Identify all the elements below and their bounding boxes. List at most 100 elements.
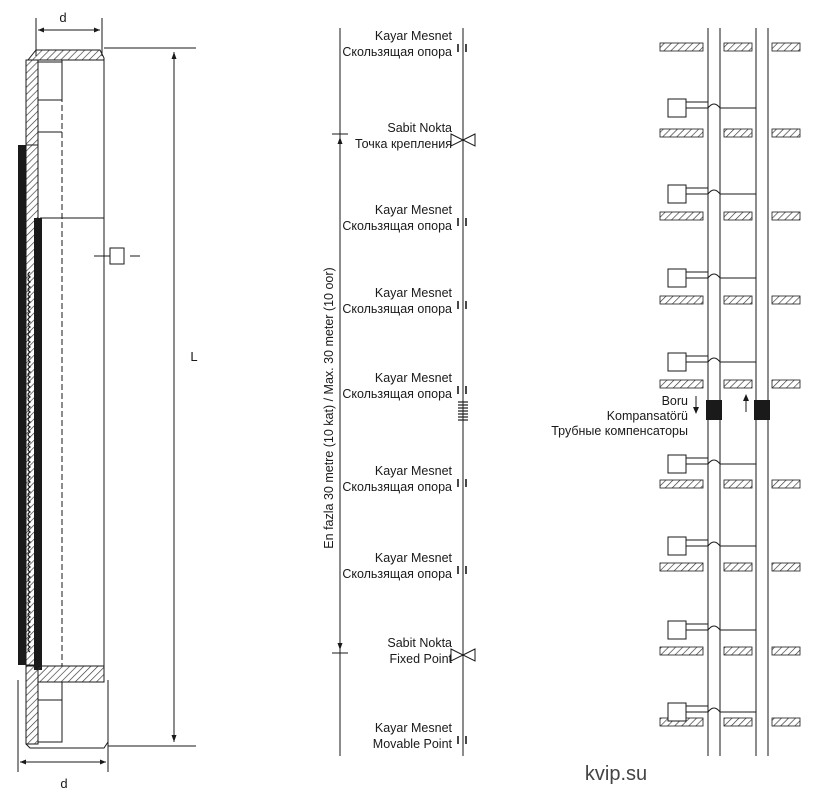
support-point-1-label-2: Скользящая опора [342, 45, 452, 59]
floor-slab [771, 717, 801, 727]
radiator-icon [667, 620, 687, 640]
branch-crossover [707, 459, 721, 465]
radiator-icon [667, 702, 687, 722]
bottom-dim-arrow-right [100, 759, 106, 765]
floor-slab [659, 479, 704, 489]
top-fitting-wall [25, 59, 39, 146]
riser-compensators [693, 394, 770, 420]
radiator-icon [667, 536, 687, 556]
bottom-fitting-wall [25, 665, 39, 745]
floor-slab [659, 562, 704, 572]
floor-slab [723, 295, 753, 305]
side-nozzle [109, 247, 125, 265]
floor-slab [771, 479, 801, 489]
bottom-fitting-bore [37, 681, 63, 743]
branch-crossover [707, 541, 721, 547]
branch-crossover [707, 625, 721, 631]
support-point-3-label-2: Скользящая опора [342, 219, 452, 233]
branch-crossover [707, 357, 721, 363]
floor-slab [723, 379, 753, 389]
branch-crossover [707, 273, 721, 279]
bottom-fitting-hatch [37, 665, 105, 683]
floor-slab [659, 379, 704, 389]
bottom-fitting-outline [25, 682, 109, 749]
branch-crossover [707, 707, 721, 713]
riser-diagram [707, 28, 769, 756]
support-point-2-label-2: Точка крепления [355, 137, 452, 151]
floor-slab [771, 562, 801, 572]
radiator-icon [667, 268, 687, 288]
fixed-point-icon [450, 133, 465, 147]
support-point-3-label-1: Kayar Mesnet [375, 203, 453, 217]
pipe-body [37, 59, 105, 667]
branch-crossover [707, 103, 721, 109]
floor-slab [723, 562, 753, 572]
bellows-corrugation [27, 271, 32, 653]
floor-slab [723, 717, 753, 727]
floor-slab [723, 128, 753, 138]
support-point-6-label-1: Kayar Mesnet [375, 464, 453, 478]
floor-slab [659, 295, 704, 305]
fixed-point-icon [461, 648, 476, 662]
support-point-6-label-2: Скользящая опора [342, 480, 452, 494]
support-point-5-label-2: Скользящая опора [342, 387, 452, 401]
watermark: kvip.su [585, 763, 647, 785]
top-fitting-bore [37, 61, 63, 101]
support-point-9-label-2: Movable Point [373, 737, 453, 751]
length-label: L [190, 349, 197, 364]
flow-arrow-down-icon [693, 407, 699, 414]
compensator-label-1: Boru [662, 394, 688, 408]
floor-slab [723, 42, 753, 52]
radiator-icon [667, 98, 687, 118]
floor-slab [659, 128, 704, 138]
floor-slab [659, 42, 704, 52]
compensator-1 [706, 400, 722, 420]
radiator-icon [667, 184, 687, 204]
support-point-1-label-1: Kayar Mesnet [375, 29, 453, 43]
length-dim-arrow-top [171, 52, 177, 59]
floor-slab [771, 295, 801, 305]
radiator-icon [667, 352, 687, 372]
compensator-label-3: Трубные компенсаторы [551, 424, 688, 438]
top-dim-arrow-right [94, 27, 100, 33]
inner-sleeve [34, 218, 42, 670]
floor-slab [771, 646, 801, 656]
floor-slab [723, 479, 753, 489]
support-point-2-label-1: Sabit Nokta [387, 121, 452, 135]
length-dim-arrow-bottom [171, 735, 177, 742]
radiator-icon [667, 454, 687, 474]
floor-slab [723, 211, 753, 221]
floor-slab [659, 646, 704, 656]
support-point-9-label-1: Kayar Mesnet [375, 721, 453, 735]
support-point-5-label-1: Kayar Mesnet [375, 371, 453, 385]
compensator-2 [754, 400, 770, 420]
floor-slab [723, 646, 753, 656]
support-point-8-label-1: Sabit Nokta [387, 636, 452, 650]
support-point-7-label-1: Kayar Mesnet [375, 551, 453, 565]
support-diagram [332, 28, 464, 756]
floor-slab [771, 379, 801, 389]
dim-arrow-top [337, 137, 343, 144]
branch-crossover [707, 189, 721, 195]
support-point-7-label-2: Скользящая опора [342, 567, 452, 581]
support-point-8-label-2: Fixed Point [389, 652, 452, 666]
floor-slab [659, 211, 704, 221]
fixed-point-icon [450, 648, 465, 662]
floor-slab [771, 128, 801, 138]
dim-arrow-bottom [337, 643, 343, 650]
support-point-4-label-1: Kayar Mesnet [375, 286, 453, 300]
top-fitting-hatch [26, 49, 105, 61]
top-dim-label: d [59, 10, 66, 25]
pipe-section-drawing [17, 18, 196, 772]
outer-sleeve-left [18, 145, 26, 665]
bottom-dim-label: d [60, 776, 67, 791]
bottom-dim-arrow-left [20, 759, 26, 765]
support-point-4-label-2: Скользящая опора [342, 302, 452, 316]
fixed-point-icon [461, 133, 476, 147]
floor-slabs [659, 42, 801, 727]
flow-arrow-up-icon [743, 394, 749, 401]
top-dim-arrow-left [38, 27, 44, 33]
max-distance-label: En fazla 30 metre (10 kat) / Max. 30 met… [322, 267, 336, 548]
